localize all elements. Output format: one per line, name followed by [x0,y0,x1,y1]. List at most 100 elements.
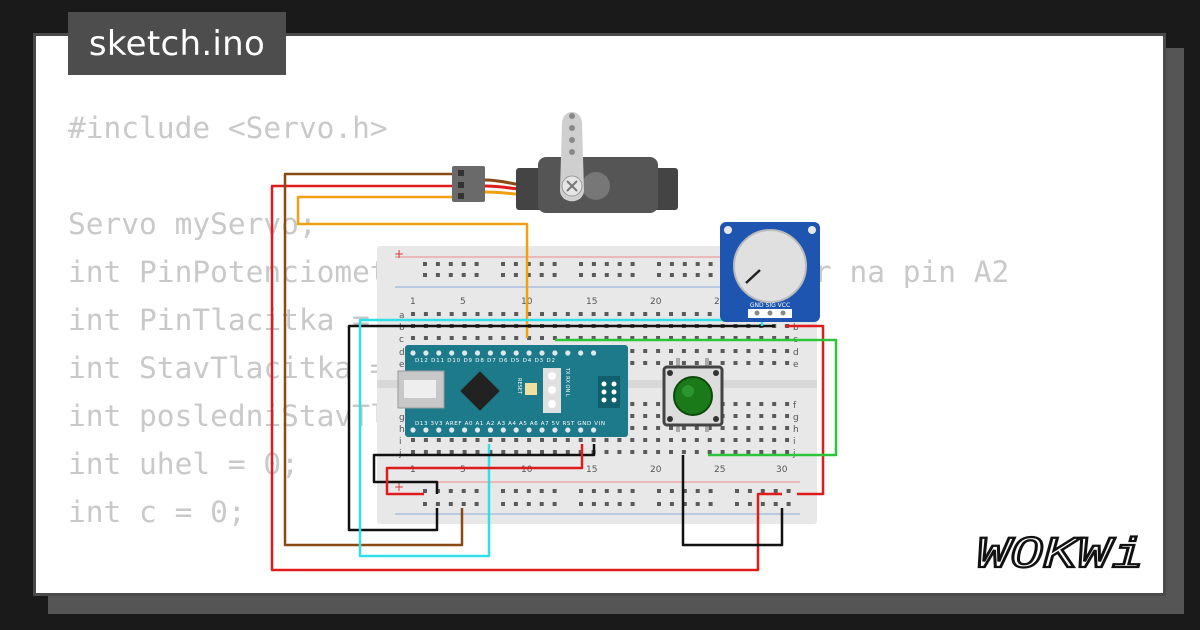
breadboard-hole [526,273,531,277]
wokwi-logo: WOKWi [976,530,1146,578]
breadboard-hole [785,414,790,418]
breadboard-hole [449,438,454,442]
breadboard-hole [604,336,609,340]
col-number: 5 [460,297,466,307]
breadboard-hole [643,438,648,442]
breadboard-hole [681,361,686,365]
nano-pin [539,350,545,356]
breadboard-hole [488,450,493,454]
code-line: Servo myServo; [68,207,317,241]
nano-pin [423,427,429,433]
breadboard-hole [759,426,764,430]
wire-red-arduino-5v [385,444,584,496]
row-letter: d [399,348,405,358]
breadboard-hole [735,502,739,506]
breadboard-hole [423,489,427,493]
breadboard-hole [669,312,673,316]
breadboard-hole [436,336,441,340]
breadboard-hole [488,312,493,316]
breadboard-hole [540,438,544,442]
breadboard-hole [773,502,778,506]
wire-black-arduino-gnd [372,444,596,494]
breadboard-hole [643,426,648,430]
wire-brown-servo-gnd [283,172,464,547]
breadboard-hole [514,312,519,316]
breadboard-hole [448,502,453,506]
breadboard-hole [656,361,661,365]
potentiometer[interactable]: GND SIG VCC [720,222,820,322]
nano-pin [410,427,416,433]
breadboard-hole [707,349,712,353]
breadboard-hole [785,426,790,430]
breadboard-hole [707,426,712,430]
breadboard-hole [707,361,712,365]
breadboard-hole [578,438,583,442]
breadboard-hole [578,312,583,316]
nano-pin [578,427,584,433]
breadboard-hole [565,450,570,454]
breadboard-hole [488,438,493,442]
breadboard-hole [669,438,673,442]
breadboard-hole [759,450,764,454]
breadboard-hole [552,489,557,493]
breadboard-hole [591,273,596,277]
breadboard-hole [746,336,751,340]
nano-pin [462,350,468,356]
breadboard-hole [552,336,557,340]
row-letter: i [793,437,796,447]
breadboard-hole [630,361,635,365]
breadboard-hole [474,273,479,277]
breadboard-hole [681,450,686,454]
breadboard-hole [461,489,466,493]
breadboard-hole [630,502,635,506]
row-letter: i [399,437,402,447]
breadboard-hole [656,402,661,406]
breadboard-hole [423,438,428,442]
breadboard-hole [733,414,738,418]
breadboard-hole [539,262,544,266]
sketch-filename-tab[interactable]: sketch.ino [68,12,286,75]
breadboard-hole [694,361,699,365]
breadboard-hole [475,312,480,316]
breadboard-hole [643,361,648,365]
servo-motor[interactable] [452,112,678,213]
code-line: int c = 0; [68,495,246,529]
push-button[interactable] [662,358,724,432]
breadboard-hole [579,502,583,506]
nano-pin [565,427,571,433]
breadboard-hole [669,450,673,454]
breadboard-hole [630,273,635,277]
breadboard-hole [656,336,661,340]
wire-red-pot-vcc [785,324,825,496]
nano-pin [500,350,506,356]
breadboard-hole [643,336,648,340]
breadboard-hole [759,402,764,406]
breadboard-hole [539,489,544,493]
breadboard-hole [501,262,505,266]
row-letter: b [399,323,405,333]
breadboard-hole [617,273,622,277]
breadboard-hole [435,262,440,266]
breadboard-hole [695,502,700,506]
breadboard-hole [643,402,648,406]
breadboard-hole [475,450,480,454]
breadboard-hole [746,402,751,406]
breadboard-hole [617,450,622,454]
col-number: 15 [586,465,597,475]
nano-pin [474,427,481,433]
code-line: #include <Servo.h> [68,111,388,145]
arduino-nano[interactable]: D12 D11 D10 D9 D8 D7 D6 D5 D4 D3 D2 D13 … [397,345,628,437]
breadboard-hole [435,273,440,277]
breadboard-hole [449,450,454,454]
col-number: 20 [650,297,662,307]
breadboard-hole [540,450,544,454]
breadboard-hole [423,450,428,454]
breadboard-hole [630,414,635,418]
breadboard-hole [604,450,609,454]
col-number: 1 [410,297,416,307]
breadboard-hole [448,273,453,277]
breadboard-hole [423,502,427,506]
sketch-filename: sketch.ino [88,23,266,64]
breadboard-hole [772,349,777,353]
